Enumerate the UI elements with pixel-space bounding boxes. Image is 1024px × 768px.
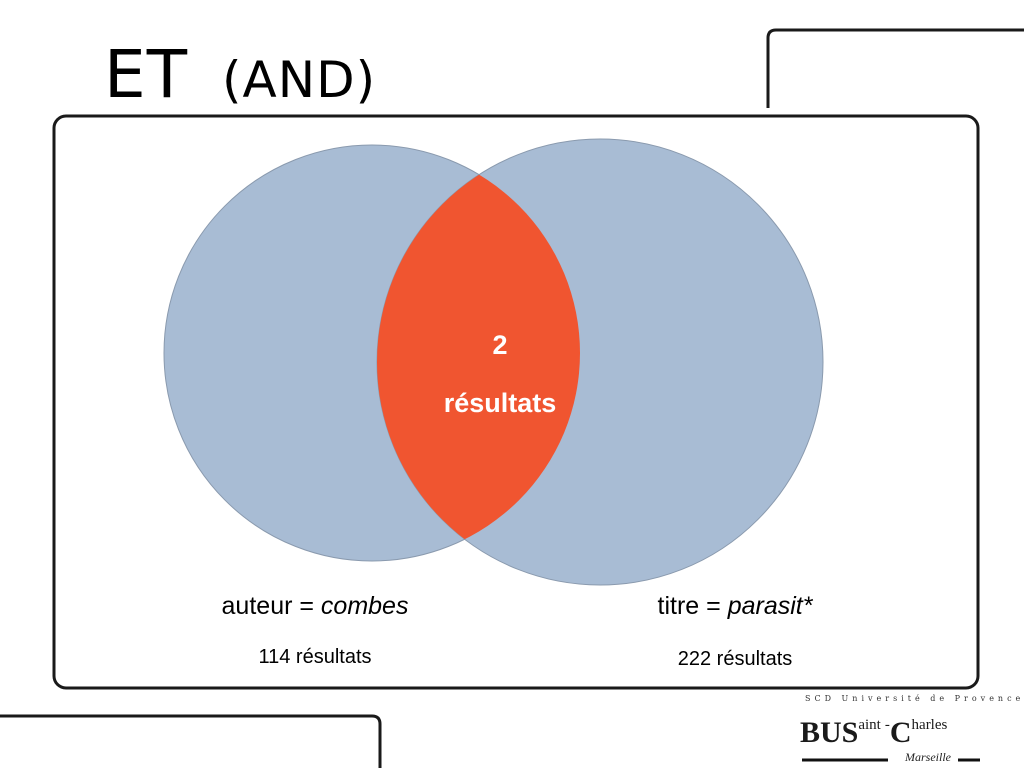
left-set-label: auteur = combes xyxy=(160,592,470,621)
logo-university-line: SCD Université de Provence xyxy=(805,694,1024,703)
intersection-count: 2 xyxy=(492,330,508,360)
content-box xyxy=(52,114,980,690)
right-label-term: parasit* xyxy=(727,592,813,620)
logo-bus-text: BUS xyxy=(800,716,859,749)
frame-bottom-left-line xyxy=(0,714,382,768)
title-main: ET xyxy=(104,36,189,113)
left-set-count: 114 résultats xyxy=(258,646,372,668)
logo-dash: - xyxy=(884,717,890,733)
logo-bus: BUSaint -Charles xyxy=(800,716,947,750)
venn-intersection xyxy=(377,145,580,561)
page-title: ET(AND) xyxy=(104,42,376,108)
intersection-label: 2 résultats xyxy=(400,316,600,432)
logo-harles: harles xyxy=(911,717,948,733)
left-label-term: combes xyxy=(320,592,409,620)
left-label-prefix: auteur = xyxy=(221,592,321,620)
logo-city: Marseille xyxy=(905,750,951,764)
right-label-prefix: titre = xyxy=(657,592,728,620)
right-set-label: titre = parasit* xyxy=(580,592,890,621)
logo-c: C xyxy=(889,716,912,749)
title-paren: (AND) xyxy=(222,51,377,109)
intersection-unit: résultats xyxy=(443,388,557,418)
frame-top-right-line xyxy=(766,28,1024,108)
logo-aint: aint xyxy=(858,717,881,733)
right-set-count: 222 résultats xyxy=(677,648,793,670)
